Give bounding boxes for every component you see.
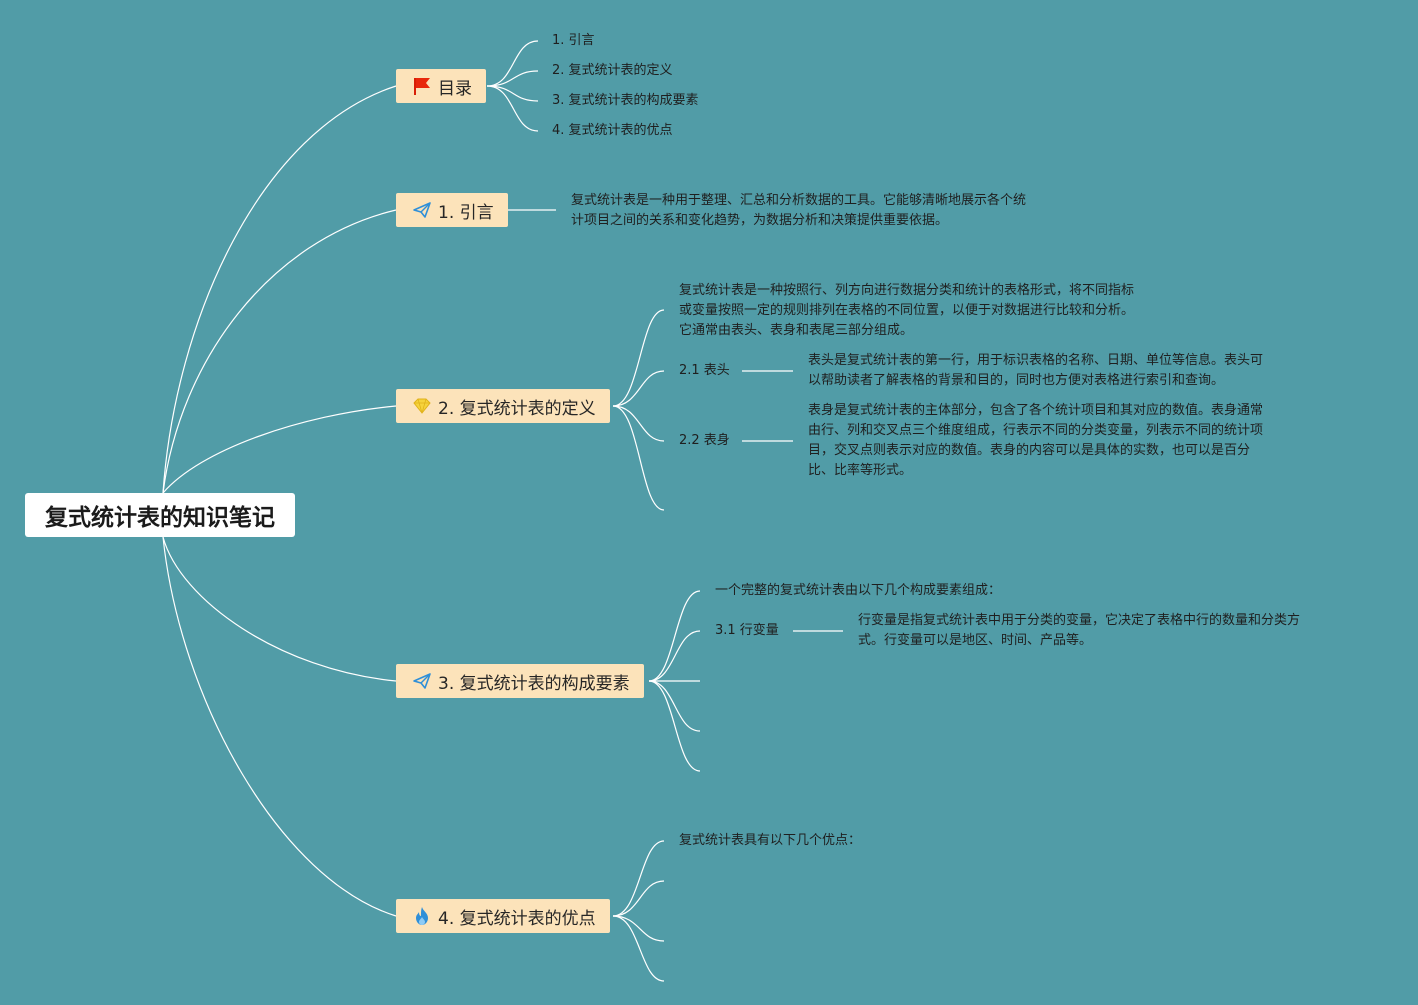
- advantages-summary: 复式统计表具有以下几个优点：: [679, 833, 862, 848]
- elements-row-variable-line: 式。行变量可以是地区、时间、产品等。: [858, 633, 1093, 648]
- fire-icon: [412, 906, 432, 926]
- branch-definition[interactable]: 2. 复式统计表的定义: [396, 389, 610, 423]
- paper-plane-icon: [412, 200, 432, 220]
- definition-body-line: 由行、列和交叉点三个维度组成，行表示不同的分类变量，列表示不同的统计项: [808, 423, 1264, 438]
- branch-elements[interactable]: 3. 复式统计表的构成要素: [396, 664, 644, 698]
- definition-header-line: 以帮助读者了解表格的背景和目的，同时也方便对表格进行索引和查询。: [808, 373, 1225, 388]
- branch-toc-label: 目录: [438, 78, 472, 99]
- definition-summary-line: 复式统计表是一种按照行、列方向进行数据分类和统计的表格形式，将不同指标: [679, 283, 1135, 298]
- definition-body-line: 目，交叉点则表示对应的数值。表身的内容可以是具体的实数，也可以是百分: [808, 443, 1251, 458]
- elements-summary: 一个完整的复式统计表由以下几个构成要素组成：: [715, 583, 1002, 598]
- definition-header-label[interactable]: 2.1 表头: [679, 363, 730, 378]
- branch-advantages-label: 4. 复式统计表的优点: [438, 908, 596, 929]
- root-topic[interactable]: 复式统计表的知识笔记: [25, 493, 295, 537]
- definition-header-text: 表头是复式统计表的第一行，用于标识表格的名称、日期、单位等信息。表头可 以帮助读…: [808, 351, 1263, 391]
- definition-summary-line: 它通常由表头、表身和表尾三部分组成。: [679, 323, 914, 338]
- definition-body-line: 比、比率等形式。: [808, 463, 913, 478]
- branch-toc[interactable]: 目录: [396, 69, 486, 103]
- diamond-icon: [412, 396, 432, 416]
- definition-summary: 复式统计表是一种按照行、列方向进行数据分类和统计的表格形式，将不同指标 或变量按…: [679, 281, 1134, 341]
- branch-elements-label: 3. 复式统计表的构成要素: [438, 673, 630, 694]
- root-title: 复式统计表的知识笔记: [45, 505, 275, 531]
- toc-item-2[interactable]: 2. 复式统计表的定义: [552, 63, 673, 78]
- toc-item-4[interactable]: 4. 复式统计表的优点: [552, 123, 673, 138]
- intro-text: 复式统计表是一种用于整理、汇总和分析数据的工具。它能够清晰地展示各个统 计项目之…: [571, 191, 1026, 231]
- definition-body-label[interactable]: 2.2 表身: [679, 433, 730, 448]
- branch-advantages[interactable]: 4. 复式统计表的优点: [396, 899, 610, 933]
- paper-plane-icon: [412, 671, 432, 691]
- toc-item-3[interactable]: 3. 复式统计表的构成要素: [552, 93, 699, 108]
- elements-row-variable-label[interactable]: 3.1 行变量: [715, 623, 779, 638]
- definition-header-line: 表头是复式统计表的第一行，用于标识表格的名称、日期、单位等信息。表头可: [808, 353, 1264, 368]
- definition-body-line: 表身是复式统计表的主体部分，包含了各个统计项目和其对应的数值。表身通常: [808, 403, 1264, 418]
- intro-text-line: 复式统计表是一种用于整理、汇总和分析数据的工具。它能够清晰地展示各个统: [571, 193, 1027, 208]
- elements-row-variable-text: 行变量是指复式统计表中用于分类的变量，它决定了表格中行的数量和分类方 式。行变量…: [858, 611, 1300, 651]
- branch-definition-label: 2. 复式统计表的定义: [438, 398, 596, 419]
- elements-row-variable-line: 行变量是指复式统计表中用于分类的变量，它决定了表格中行的数量和分类方: [858, 613, 1301, 628]
- intro-text-line: 计项目之间的关系和变化趋势，为数据分析和决策提供重要依据。: [571, 213, 949, 228]
- definition-body-text: 表身是复式统计表的主体部分，包含了各个统计项目和其对应的数值。表身通常 由行、列…: [808, 401, 1263, 481]
- red-flag-icon: [412, 76, 432, 96]
- toc-item-1[interactable]: 1. 引言: [552, 33, 595, 48]
- branch-intro-label: 1. 引言: [438, 202, 494, 223]
- definition-summary-line: 或变量按照一定的规则排列在表格的不同位置，以便于对数据进行比较和分析。: [679, 303, 1135, 318]
- branch-intro[interactable]: 1. 引言: [396, 193, 508, 227]
